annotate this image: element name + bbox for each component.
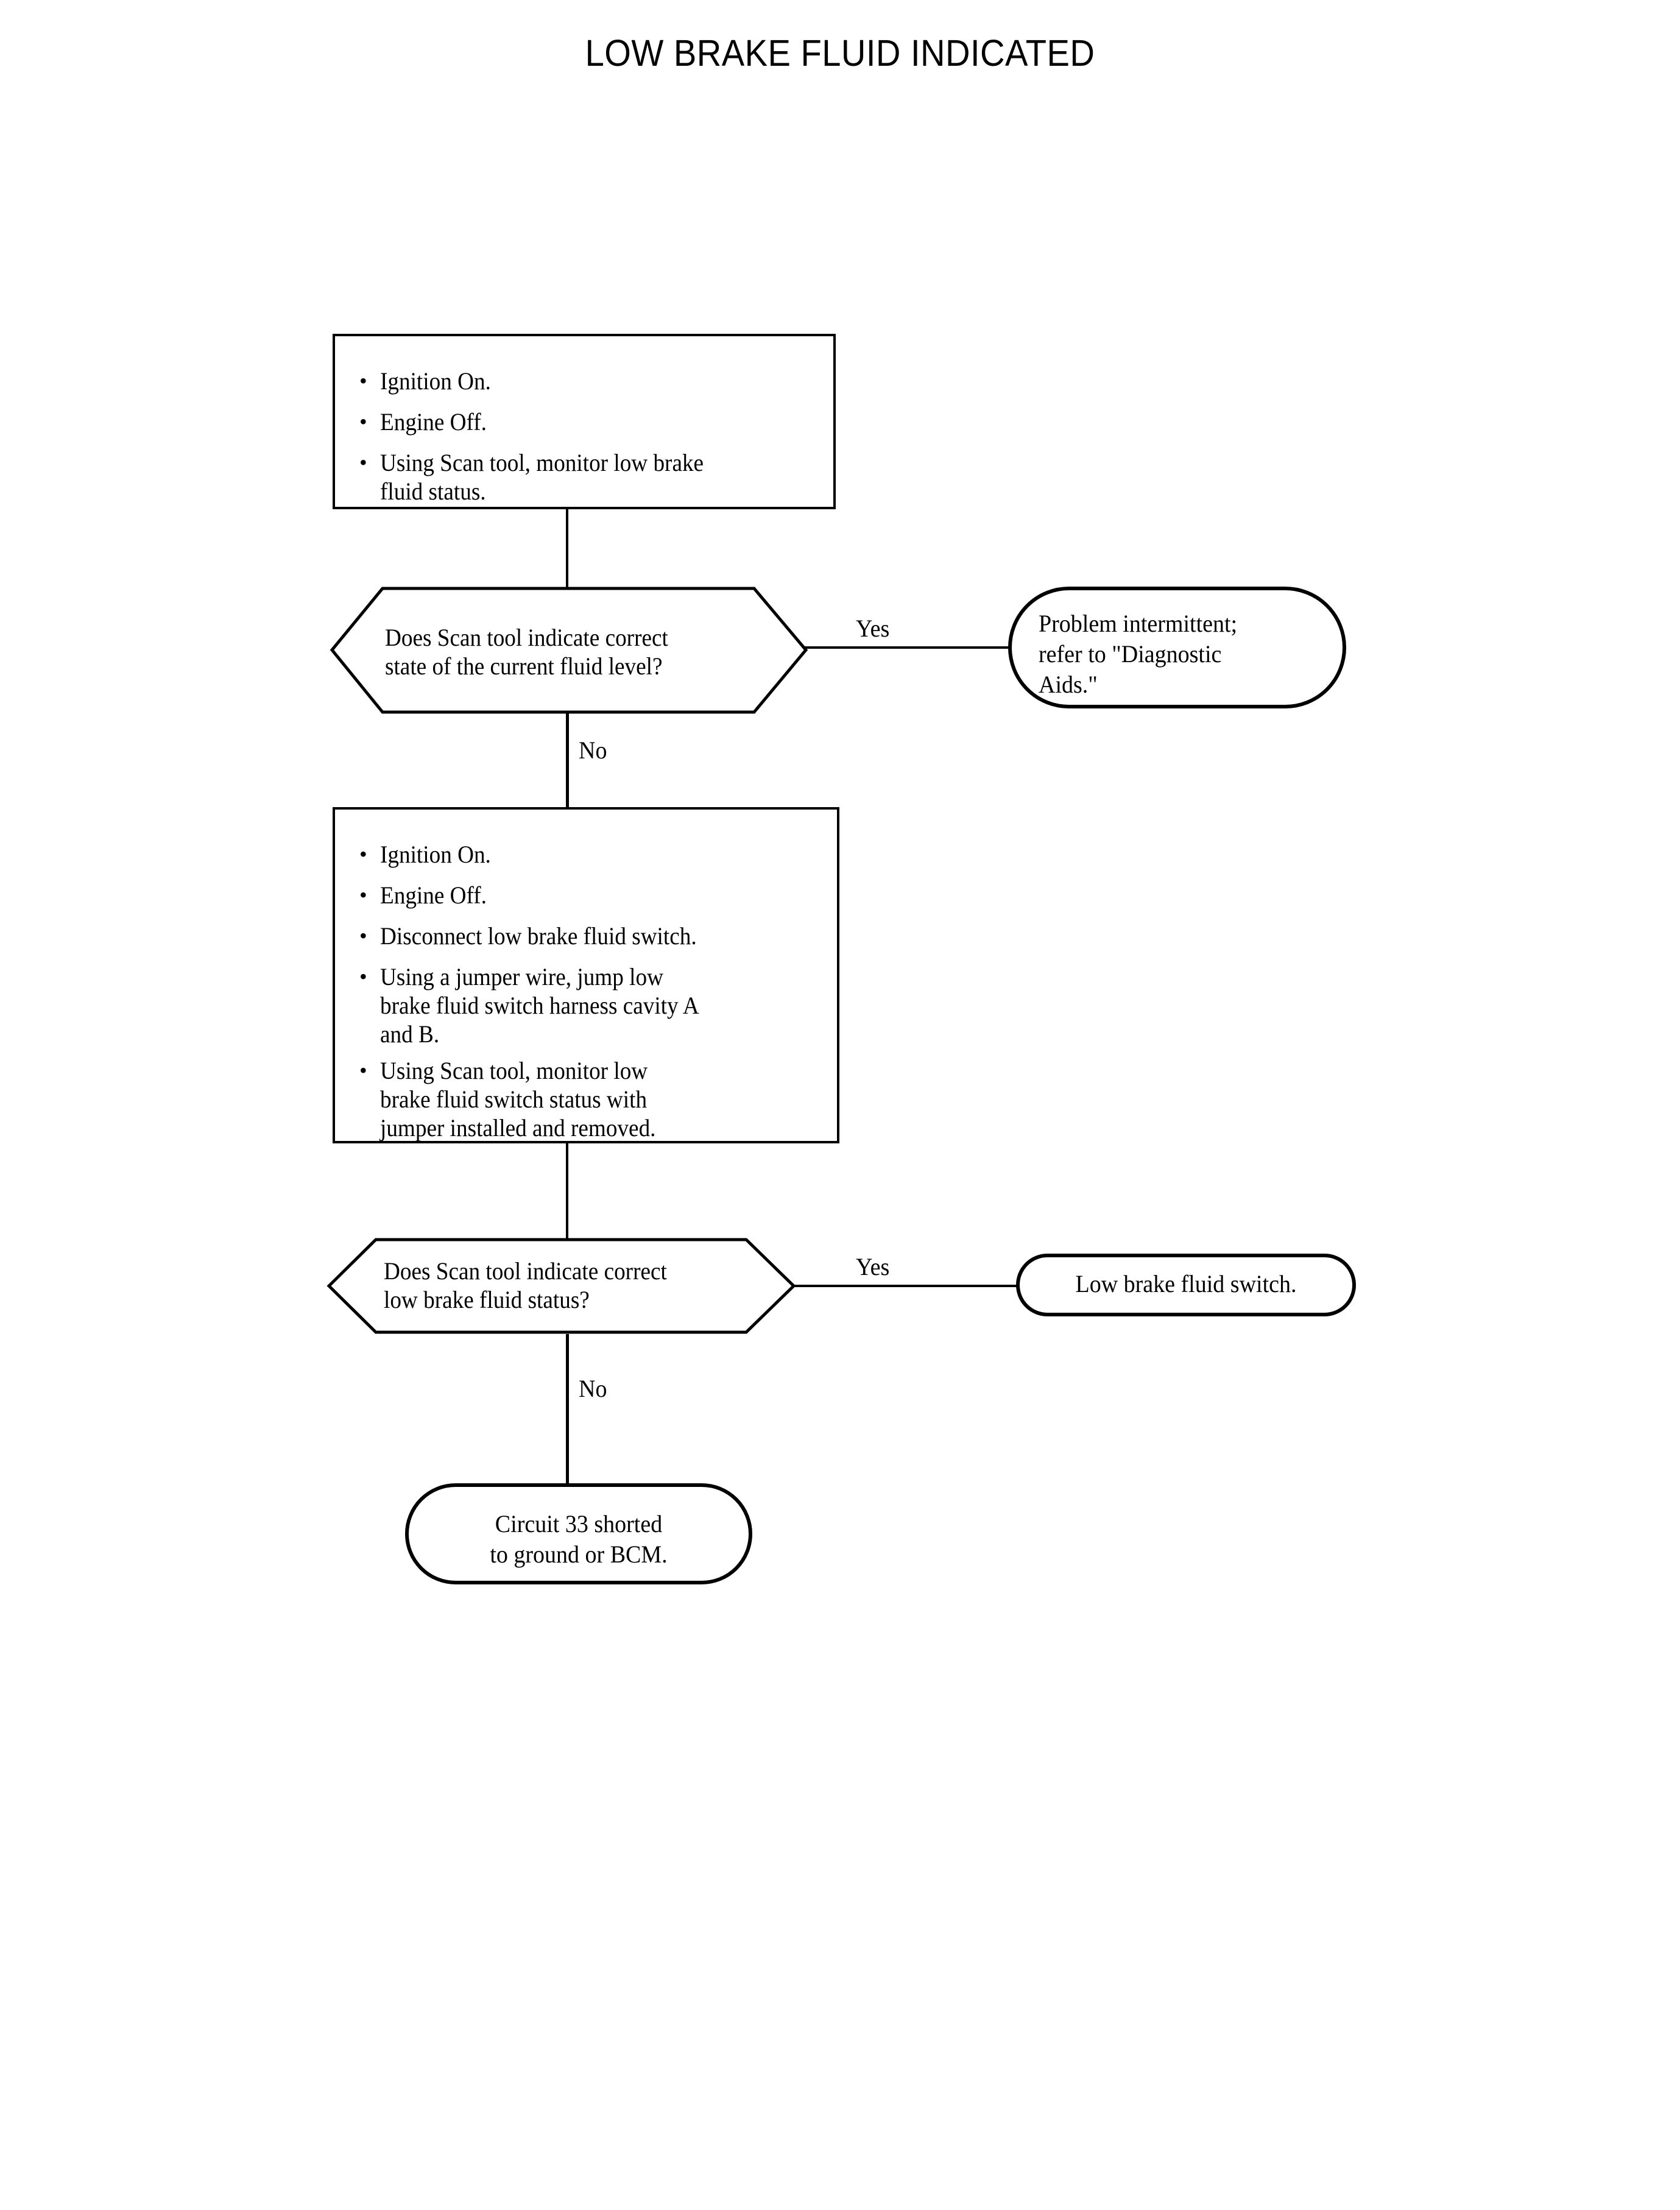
terminal-result1 — [1008, 587, 1346, 708]
process-step1: • Ignition On. • Engine Off. • Using Sca… — [333, 334, 836, 509]
list-item: • Ignition On. — [359, 367, 822, 395]
list-item-label: Ignition On. — [380, 367, 491, 395]
branch-label-decision2-yes: Yes — [856, 1253, 890, 1280]
branch-label-decision1-no: No — [579, 736, 607, 764]
list-item: • Using a jumper wire, jump low brake fl… — [359, 962, 828, 1048]
decision-shape-decision1 — [330, 587, 808, 714]
terminal-result1-label: Problem intermittent; refer to "Diagnost… — [1039, 610, 1238, 698]
list-item-label: Ignition On. — [380, 841, 491, 868]
list-item-label: Using Scan tool, monitor low brake fluid… — [380, 449, 704, 505]
bullet-icon: • — [359, 883, 367, 907]
list-item: • Using Scan tool, monitor low brake flu… — [359, 448, 822, 506]
bullet-icon: • — [359, 450, 367, 475]
connector-decision1-no — [566, 711, 569, 809]
bullet-icon: • — [359, 842, 367, 866]
decision1-label: Does Scan tool indicate correct state of… — [385, 624, 668, 680]
terminal-result3-label: Circuit 33 shorted to ground or BCM. — [490, 1510, 668, 1568]
list-item: • Ignition On. — [359, 840, 828, 869]
list-item: • Engine Off. — [359, 881, 828, 909]
list-item: • Engine Off. — [359, 408, 822, 436]
step2-bullet-list: • Ignition On. • Engine Off. • Disconnec… — [335, 810, 837, 1142]
bullet-icon: • — [359, 923, 367, 948]
terminal-result3 — [405, 1483, 752, 1584]
list-item: • Disconnect low brake fluid switch. — [359, 922, 828, 950]
bullet-icon: • — [359, 1058, 367, 1082]
list-item-label: Disconnect low brake fluid switch. — [380, 922, 697, 950]
connector-step2-to-decision2 — [566, 1143, 568, 1240]
list-item-label: Engine Off. — [380, 881, 487, 909]
branch-label-decision1-yes: Yes — [856, 615, 890, 642]
step1-bullet-list: • Ignition On. • Engine Off. • Using Sca… — [335, 336, 833, 507]
decision2-label: Does Scan tool indicate correct low brak… — [384, 1257, 667, 1313]
terminal-result2 — [1016, 1254, 1356, 1316]
connector-step1-to-decision1 — [566, 509, 568, 590]
list-item-label: Using Scan tool, monitor low brake fluid… — [380, 1057, 656, 1142]
bullet-icon: • — [359, 369, 367, 393]
list-item-label: Engine Off. — [380, 408, 487, 436]
process-step2: • Ignition On. • Engine Off. • Disconnec… — [333, 807, 839, 1143]
branch-label-decision2-no: No — [579, 1375, 607, 1402]
page-title: LOW BRAKE FLUID INDICATED — [585, 32, 1095, 74]
list-item: • Using Scan tool, monitor low brake flu… — [359, 1056, 828, 1142]
connector-decision2-no — [566, 1334, 569, 1485]
connector-decision1-yes — [803, 646, 1010, 649]
terminal-result2-label: Low brake fluid switch. — [1075, 1270, 1297, 1297]
connector-decision2-yes — [792, 1285, 1017, 1287]
list-item-label: Using a jumper wire, jump low brake flui… — [380, 963, 699, 1048]
bullet-icon: • — [359, 964, 367, 989]
bullet-icon: • — [359, 409, 367, 434]
